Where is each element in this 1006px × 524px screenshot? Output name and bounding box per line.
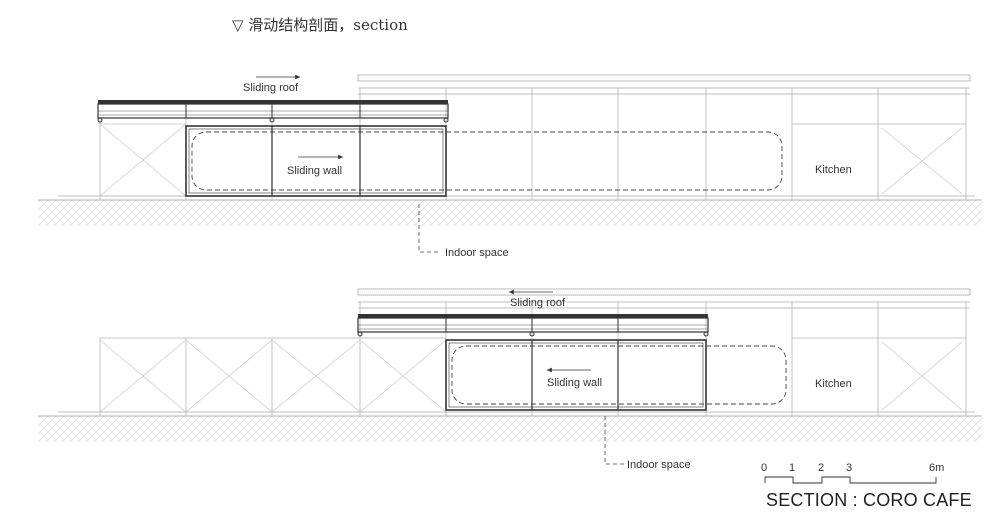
scale-tick-2: 2 — [818, 462, 824, 474]
indoor-space-outline — [451, 345, 787, 405]
scale-bar: 0 1 2 3 6m SECTION : CORO CAFE — [761, 462, 972, 510]
fixed-roof — [357, 74, 971, 95]
sliding-wall-label: Sliding wall — [287, 165, 342, 177]
sliding-wall — [185, 125, 447, 197]
sliding-wall — [445, 339, 707, 411]
columns — [99, 88, 967, 200]
indoor-space-label: Indoor space — [445, 247, 509, 259]
sliding-roof-label: Sliding roof — [243, 82, 299, 94]
sliding-wall-label: Sliding wall — [547, 377, 602, 389]
scale-tick-6m: 6m — [929, 462, 944, 474]
figure-caption: ▽ 滑动结构剖面，section — [232, 16, 408, 34]
sliding-roof — [97, 100, 449, 123]
indoor-space-outline — [191, 131, 783, 191]
kitchen-label: Kitchen — [815, 164, 852, 176]
sliding-roof-label: Sliding roof — [510, 297, 566, 309]
cross-bracing — [99, 123, 963, 197]
scale-tick-1: 1 — [789, 462, 795, 474]
columns — [99, 302, 967, 416]
cross-bracing — [99, 339, 963, 413]
sliding-roof — [357, 314, 709, 337]
section-top: Sliding roof Sliding wall Kitchen Indoor… — [38, 74, 982, 259]
kitchen-label: Kitchen — [815, 378, 852, 390]
ground — [38, 411, 982, 442]
indoor-space-label: Indoor space — [627, 459, 691, 471]
ground — [38, 195, 982, 226]
scale-tick-3: 3 — [846, 462, 852, 474]
section-title: SECTION : CORO CAFE — [766, 490, 972, 510]
indoor-leader — [418, 204, 440, 253]
indoor-leader — [604, 416, 624, 465]
section-bottom: Sliding roof Sliding wall Kitchen Indoor… — [38, 288, 982, 471]
scale-line — [764, 476, 937, 484]
fixed-roof — [357, 288, 971, 309]
scale-tick-0: 0 — [761, 462, 767, 474]
